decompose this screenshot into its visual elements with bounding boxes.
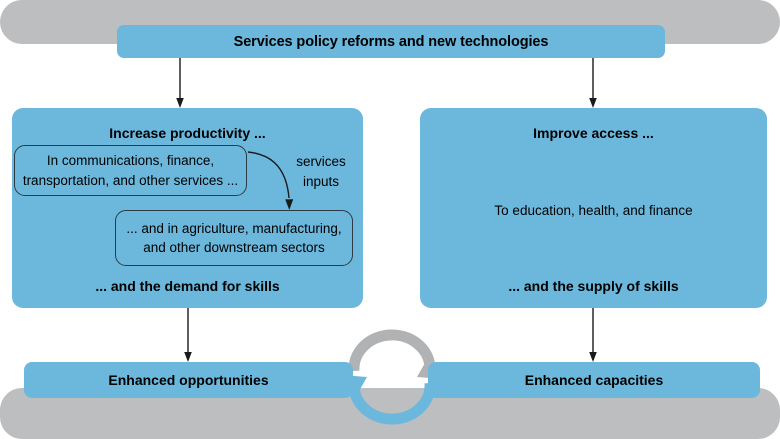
panel-left-footer: ... and the demand for skills bbox=[95, 278, 280, 294]
services-inputs-line2: inputs bbox=[302, 173, 340, 189]
down-arrow-icon-bottom-right bbox=[589, 308, 597, 362]
panel-increase-productivity: Increase productivity ... In communicati… bbox=[12, 108, 363, 308]
panel-right-footer: ... and the supply of skills bbox=[508, 278, 679, 294]
panel-right-heading: Improve access ... bbox=[533, 125, 654, 141]
panel-left-heading: Increase productivity ... bbox=[109, 125, 266, 141]
down-arrow-icon-bottom-left bbox=[184, 308, 192, 362]
services-inputs-label: services inputs bbox=[282, 152, 360, 191]
services-inputs-line1: services bbox=[296, 154, 346, 169]
circular-cycle-arrows-icon bbox=[343, 329, 441, 425]
bottom-box-enhanced-capacities: Enhanced capacities bbox=[428, 362, 760, 398]
bottom-box-enhanced-opportunities: Enhanced opportunities bbox=[24, 362, 353, 398]
down-arrow-icon-top-right bbox=[589, 58, 597, 108]
panel-improve-access: Improve access ... To education, health,… bbox=[420, 108, 767, 308]
down-arrow-icon-top-left bbox=[176, 58, 184, 108]
inner-box-services-sectors: In communications, finance, transportati… bbox=[14, 145, 247, 196]
title-box: Services policy reforms and new technolo… bbox=[117, 25, 665, 58]
panel-right-body: To education, health, and finance bbox=[494, 203, 693, 218]
curved-arrow-icon bbox=[247, 151, 294, 210]
inner-box-downstream-sectors: ... and in agriculture, manufacturing, a… bbox=[115, 210, 353, 266]
